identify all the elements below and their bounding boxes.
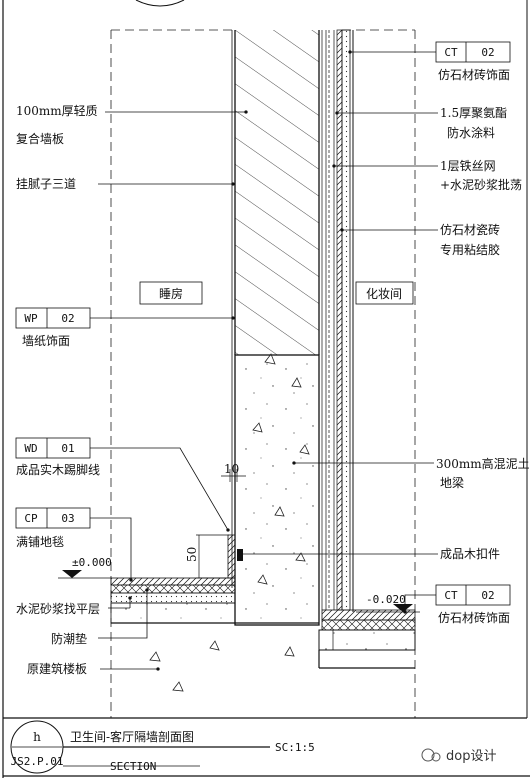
title-block: h JS2.P.01 卫生间-客厅隔墙剖面图 SECTION SC:1:5 bbox=[3, 717, 527, 774]
concrete-ground-beam bbox=[234, 353, 320, 626]
callout-wood-clip: 成品木扣件 bbox=[238, 547, 500, 561]
tag-wallpaper-num: 02 bbox=[61, 312, 74, 325]
tag-stone-top-code: CT bbox=[444, 46, 458, 59]
bathroom-floor-layers bbox=[318, 609, 416, 669]
tag-skirting-num: 01 bbox=[61, 442, 74, 455]
tag-stone-bottom-code: CT bbox=[444, 589, 458, 602]
callout-waterproof-line1: 1.5厚聚氨酯 bbox=[440, 106, 507, 120]
callout-mesh-line1: 1层铁丝网 bbox=[440, 159, 496, 173]
callout-putty: 挂腻子三道 bbox=[16, 177, 235, 191]
callout-clip-text: 成品木扣件 bbox=[440, 547, 500, 561]
tag-carpet-label: 满铺地毯 bbox=[16, 535, 64, 549]
drawing-scale: SC:1:5 bbox=[275, 741, 315, 754]
tag-stone-bottom-num: 02 bbox=[481, 589, 494, 602]
callout-slab: 原建筑楼板 bbox=[27, 661, 160, 676]
tag-wallpaper: WP 02 墙纸饰面 bbox=[15, 307, 235, 348]
tag-skirting-label: 成品实木踢脚线 bbox=[16, 462, 100, 477]
tag-stone-top-num: 02 bbox=[481, 46, 494, 59]
callout-tile-adhesive: 仿石材瓷砖 专用粘结胶 bbox=[340, 222, 500, 257]
sheet-letter: h bbox=[33, 730, 41, 744]
tag-stone-tile-bottom: CT 02 仿石材砖饰面 bbox=[403, 584, 511, 625]
bathroom-wall-layers bbox=[321, 29, 354, 612]
callout-slab-text: 原建筑楼板 bbox=[27, 661, 87, 676]
composite-wall-panel bbox=[231, 30, 320, 588]
level-mark-left: ±0.000 bbox=[58, 556, 112, 579]
callout-wire-mesh: 1层铁丝网 +水泥砂浆批荡 bbox=[332, 159, 522, 192]
tag-skirting: WD 01 成品实木踢脚线 bbox=[15, 437, 230, 532]
dim-height-text: 50 bbox=[185, 547, 199, 562]
room-label-right: 化妆间 bbox=[355, 281, 414, 305]
tag-skirting-code: WD bbox=[24, 442, 37, 455]
bedroom-floor-layers bbox=[110, 577, 319, 692]
callout-beam-line1: 300mm高混泥土 bbox=[436, 456, 530, 471]
callout-screed: 水泥砂浆找平层 bbox=[16, 596, 132, 616]
tag-stone-tile-top: CT 02 仿石材砖饰面 bbox=[348, 41, 511, 82]
dim-gap-text: 10 bbox=[224, 462, 239, 476]
drawing-subtitle: SECTION bbox=[110, 760, 156, 773]
tag-wallpaper-code: WP bbox=[24, 312, 38, 325]
room-boundary-dashes bbox=[110, 29, 416, 718]
callout-waterproof-line2: 防水涂料 bbox=[447, 125, 495, 140]
level-left-text: ±0.000 bbox=[72, 556, 112, 569]
callout-composite-wall-line1: 100mm厚轻质 bbox=[16, 104, 98, 118]
sheet-code: JS2.P.01 bbox=[11, 755, 64, 768]
callout-putty-line1: 挂腻子三道 bbox=[16, 177, 76, 191]
tag-stone-top-label: 仿石材砖饰面 bbox=[438, 67, 510, 82]
level-mark-right: -0.020 bbox=[356, 593, 420, 613]
room-left-text: 睡房 bbox=[159, 286, 183, 301]
callout-adhesive-line1: 仿石材瓷砖 bbox=[440, 222, 500, 237]
tag-carpet-num: 03 bbox=[61, 512, 74, 525]
room-right-text: 化妆间 bbox=[366, 287, 402, 301]
callout-composite-wall: 100mm厚轻质 复合墙板 bbox=[16, 104, 248, 146]
tag-carpet: CP 03 满铺地毯 bbox=[15, 507, 133, 582]
callout-waterproofing: 1.5厚聚氨酯 防水涂料 bbox=[335, 106, 507, 140]
callout-moisture-text: 防潮垫 bbox=[51, 631, 87, 646]
callout-adhesive-line2: 专用粘结胶 bbox=[440, 242, 500, 257]
room-label-left: 睡房 bbox=[139, 281, 203, 305]
callout-ground-beam: 300mm高混泥土 地梁 bbox=[292, 456, 530, 490]
tag-carpet-code: CP bbox=[24, 512, 38, 525]
tag-wallpaper-label: 墙纸饰面 bbox=[22, 334, 70, 348]
callout-screed-text: 水泥砂浆找平层 bbox=[16, 601, 100, 616]
watermark-text: dop设计 bbox=[446, 749, 496, 764]
level-right-text: -0.020 bbox=[366, 593, 406, 606]
tag-stone-bottom-label: 仿石材砖饰面 bbox=[438, 610, 510, 625]
callout-moisture-pad: 防潮垫 bbox=[51, 588, 149, 646]
top-section-marker bbox=[135, 0, 185, 7]
callout-mesh-line2: +水泥砂浆批荡 bbox=[440, 177, 522, 192]
callout-beam-line2: 地梁 bbox=[440, 475, 464, 490]
callout-composite-wall-line2: 复合墙板 bbox=[16, 131, 64, 146]
drawing-title: 卫生间-客厅隔墙剖面图 bbox=[70, 729, 194, 744]
watermark: dop设计 bbox=[421, 748, 496, 764]
